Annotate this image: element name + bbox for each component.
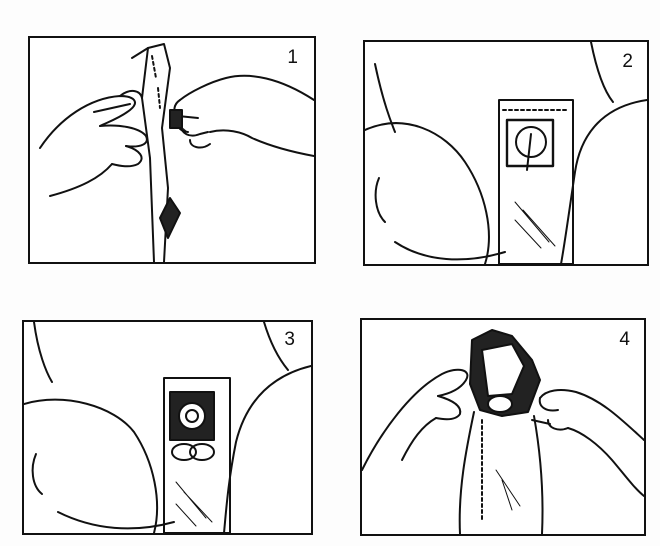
step-number: 3 xyxy=(284,330,295,349)
step-panel-4: 4 xyxy=(360,318,646,536)
step-number: 4 xyxy=(619,330,630,349)
step-number: 2 xyxy=(622,52,633,71)
illustration-bag-applied xyxy=(24,322,311,533)
illustration-bag-on-abdomen xyxy=(365,42,647,264)
step-panel-1: 1 xyxy=(28,36,316,264)
step-panel-3: 3 xyxy=(22,320,313,535)
step-panel-2: 2 xyxy=(363,40,649,266)
illustration-hands-opening-bag xyxy=(30,38,314,262)
step-number: 1 xyxy=(287,48,298,67)
illustration-hands-sealing-bag xyxy=(362,320,644,534)
